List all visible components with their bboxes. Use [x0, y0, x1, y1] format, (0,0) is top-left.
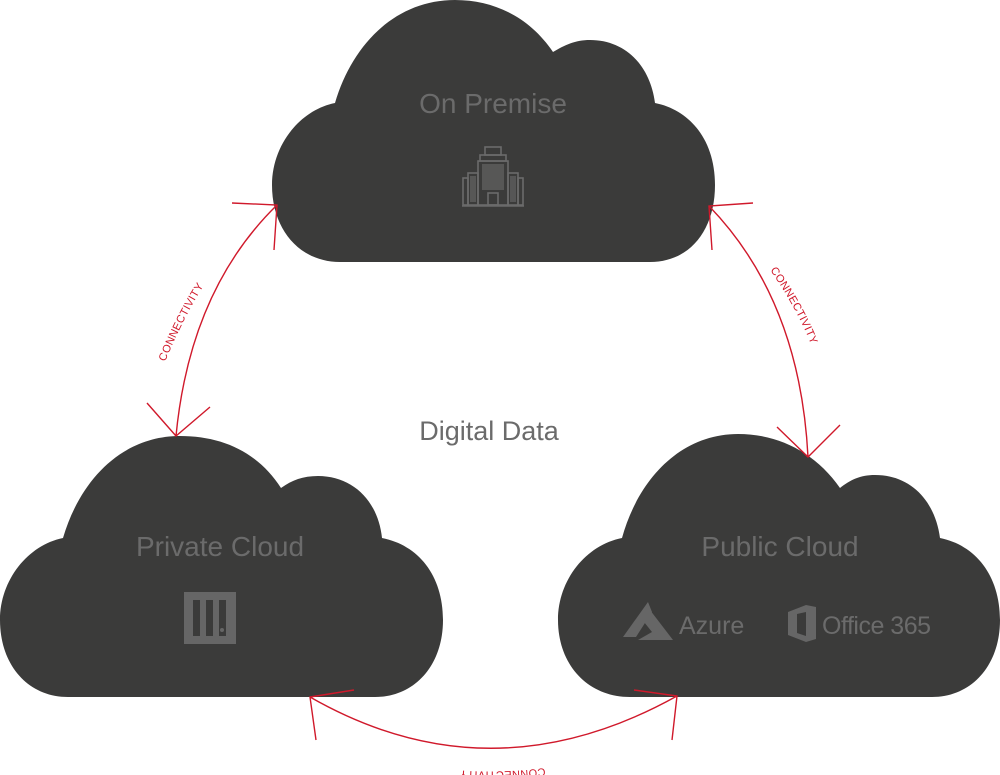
cloud-on-premise: On Premise: [272, 0, 715, 262]
office365-logo-icon: [788, 605, 816, 642]
server-rack-icon: [184, 592, 236, 644]
building-icon: [462, 146, 524, 207]
arrowhead-top: [231, 202, 278, 251]
connector-label: CONNECTIVITY: [459, 765, 546, 775]
cloud-label-private: Private Cloud: [136, 531, 304, 562]
connector-onpremise-public: CONNECTIVITY: [708, 202, 841, 458]
connector-line: [309, 695, 678, 749]
arrowhead-left: [309, 689, 355, 741]
center-label: Digital Data: [419, 416, 560, 446]
cloud-shape: [558, 434, 1000, 697]
connector-label: CONNECTIVITY: [157, 280, 207, 363]
connector-private-public: CONNECTIVITY: [309, 689, 678, 775]
arrowhead-bottom: [776, 424, 841, 458]
azure-logo-icon: [623, 602, 673, 640]
arrowhead-right: [633, 689, 678, 741]
connector-onpremise-private: CONNECTIVITY: [146, 202, 278, 437]
cloud-shape: [0, 436, 443, 697]
cloud-private: Private Cloud: [0, 436, 443, 697]
cloud-shape: [272, 0, 715, 262]
arrowhead-top: [708, 202, 754, 251]
office365-label: Office 365: [822, 612, 931, 640]
cloud-label-public: Public Cloud: [701, 531, 858, 562]
azure-label: Azure: [679, 612, 744, 640]
cloud-public: Public Cloud Azure Office 365: [558, 434, 1000, 697]
cloud-label-on-premise: On Premise: [419, 88, 567, 119]
arrowhead-bottom: [146, 402, 211, 437]
connector-line: [175, 204, 278, 437]
connector-line: [708, 205, 809, 458]
